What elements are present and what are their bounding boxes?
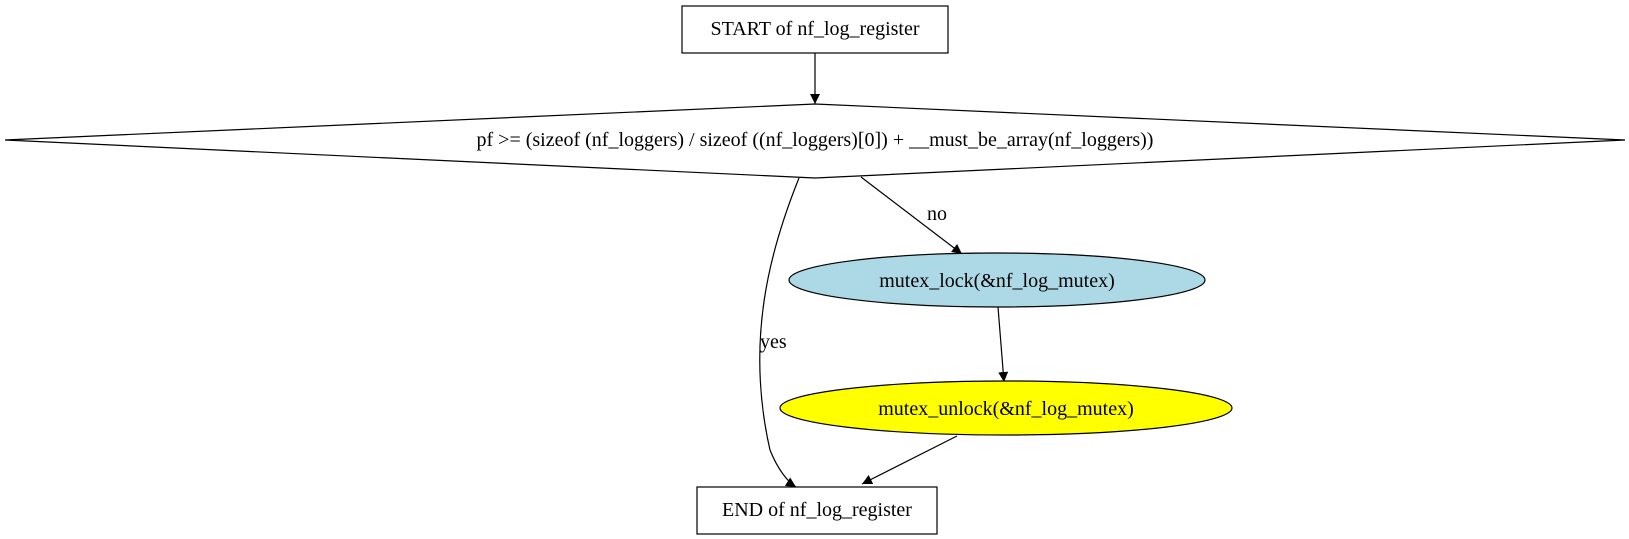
edge-lock-to-unlock: [997, 306, 1009, 383]
edge-label-yes: yes: [760, 331, 787, 353]
node-mutex-unlock: mutex_unlock(&nf_log_mutex): [779, 380, 1233, 436]
node-condition-label: pf >= (sizeof (nf_loggers) / sizeof ((nf…: [477, 129, 1154, 151]
edge-unlock-to-end: [861, 435, 958, 485]
node-mutex-unlock-label: mutex_unlock(&nf_log_mutex): [878, 398, 1134, 420]
edge-condition-to-end: [759, 177, 800, 488]
node-start: START of nf_log_register: [681, 5, 949, 54]
edge-label-no: no: [927, 203, 947, 225]
node-mutex-lock-label: mutex_lock(&nf_log_mutex): [879, 270, 1115, 292]
node-end-label: END of nf_log_register: [722, 499, 912, 521]
node-condition: pf >= (sizeof (nf_loggers) / sizeof ((nf…: [4, 103, 1626, 179]
node-start-label: START of nf_log_register: [710, 18, 919, 40]
node-mutex-lock: mutex_lock(&nf_log_mutex): [788, 252, 1206, 308]
node-end: END of nf_log_register: [696, 486, 938, 535]
edge-condition-to-lock: [860, 176, 963, 255]
